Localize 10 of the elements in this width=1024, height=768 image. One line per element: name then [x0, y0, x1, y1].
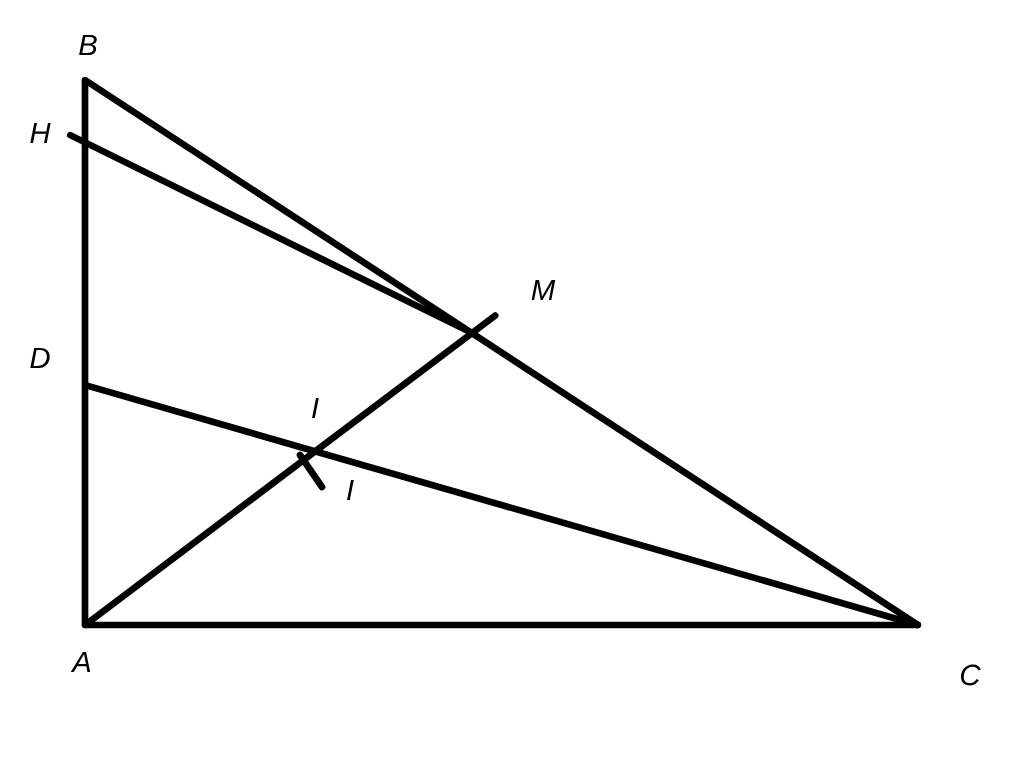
point-label: B — [79, 34, 97, 56]
point-label: D — [30, 347, 50, 369]
point-label: M — [531, 279, 556, 301]
point-label: C — [961, 664, 981, 686]
point-label: A — [70, 651, 91, 673]
point-label: I — [347, 479, 354, 501]
point-label: H — [30, 122, 51, 144]
point-label: I — [312, 397, 319, 419]
line-segment — [81, 381, 922, 629]
line-segment — [66, 131, 476, 337]
